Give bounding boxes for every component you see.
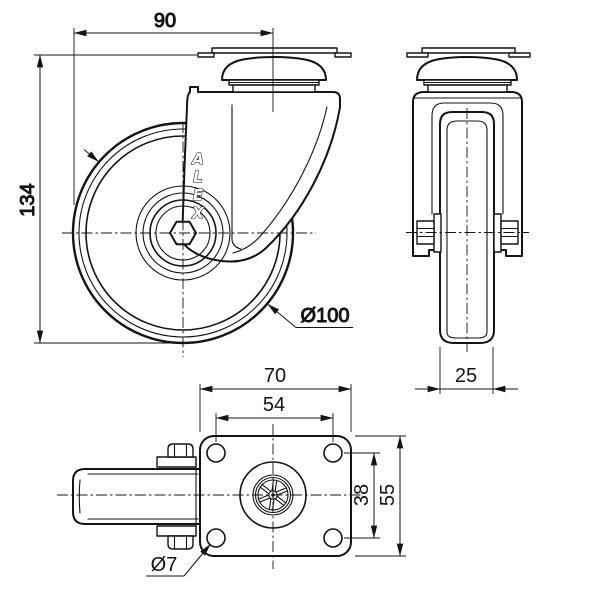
fork-side-inner-opening	[431, 102, 504, 215]
collar-lower	[232, 84, 316, 93]
plate-tab-left	[406, 52, 429, 58]
wheel-side-inner	[446, 120, 488, 339]
dim-label-d100: Ø100	[301, 305, 350, 327]
brand-letter-a: A	[191, 150, 204, 168]
dim-label-d7: Ø7	[151, 554, 178, 576]
front-centerlines	[62, 122, 316, 357]
top-plate-side	[406, 47, 531, 93]
fork-inner-edge	[232, 106, 328, 254]
arm-nut-upper	[167, 443, 194, 458]
leader-arrow-lower	[267, 303, 297, 328]
front-view: A L E X 90 134	[17, 10, 353, 357]
dim-plate-width: 55	[355, 435, 406, 557]
leader-arrow-upper	[83, 149, 100, 163]
dim-label-54: 54	[263, 394, 285, 416]
arm-washer-lower	[156, 525, 197, 537]
arm-nut-lower	[167, 535, 194, 550]
leader-arrow	[183, 543, 211, 577]
bolt-hole	[323, 443, 343, 463]
plan-view: 70 54 38 55	[57, 365, 406, 577]
dim-hole-diameter: Ø7	[146, 543, 211, 577]
plate-tab-left	[197, 52, 215, 58]
fork-arms-top	[156, 443, 197, 550]
side-centerlines	[406, 108, 529, 352]
dim-label-70: 70	[264, 365, 286, 387]
fork-outline	[181, 86, 341, 263]
wheel-top-left-edge	[78, 479, 81, 514]
wheel-top-outline	[72, 468, 201, 525]
dim-wheel-width: 25	[415, 347, 518, 394]
bolt-hole	[206, 443, 226, 463]
collar-lower	[427, 84, 508, 93]
plate-bar	[421, 47, 516, 54]
bolt-holes	[206, 443, 343, 548]
side-view: 25	[406, 47, 531, 394]
dim-label-55: 55	[377, 484, 399, 506]
dim-label-25: 25	[455, 365, 477, 387]
plate-tab-right	[334, 52, 352, 58]
dim-label-90: 90	[154, 10, 176, 32]
dim-hole-spacing-width: 38	[344, 452, 380, 539]
bolt-hole	[323, 528, 343, 548]
plate-tab-right	[508, 52, 531, 58]
dim-plate-length: 70	[199, 365, 352, 432]
brand-logo: A L E X	[191, 149, 206, 222]
fork-front	[181, 86, 341, 263]
brand-letter-x: X	[191, 204, 205, 222]
top-plate-front	[197, 47, 352, 93]
dim-label-134: 134	[17, 183, 39, 216]
brand-letter-l: L	[193, 168, 203, 186]
washer-right	[493, 213, 502, 253]
plan-centerlines	[57, 424, 362, 569]
dim-label-38: 38	[351, 484, 373, 506]
mounting-plate	[199, 435, 352, 557]
washer-left	[433, 213, 442, 253]
swivel-dome	[221, 56, 327, 81]
fork-bend-line	[231, 104, 242, 250]
arm-washer-upper	[156, 456, 197, 468]
dim-front-width: 90	[73, 10, 274, 205]
plate-bar	[211, 47, 338, 54]
dim-wheel-diameter: Ø100	[83, 149, 353, 328]
bolt-hole	[206, 528, 226, 548]
dim-hole-spacing-length: 54	[215, 394, 334, 442]
swivel-dome	[416, 56, 518, 81]
brand-letter-e: E	[193, 186, 204, 204]
dim-overall-height: 134	[17, 54, 197, 344]
